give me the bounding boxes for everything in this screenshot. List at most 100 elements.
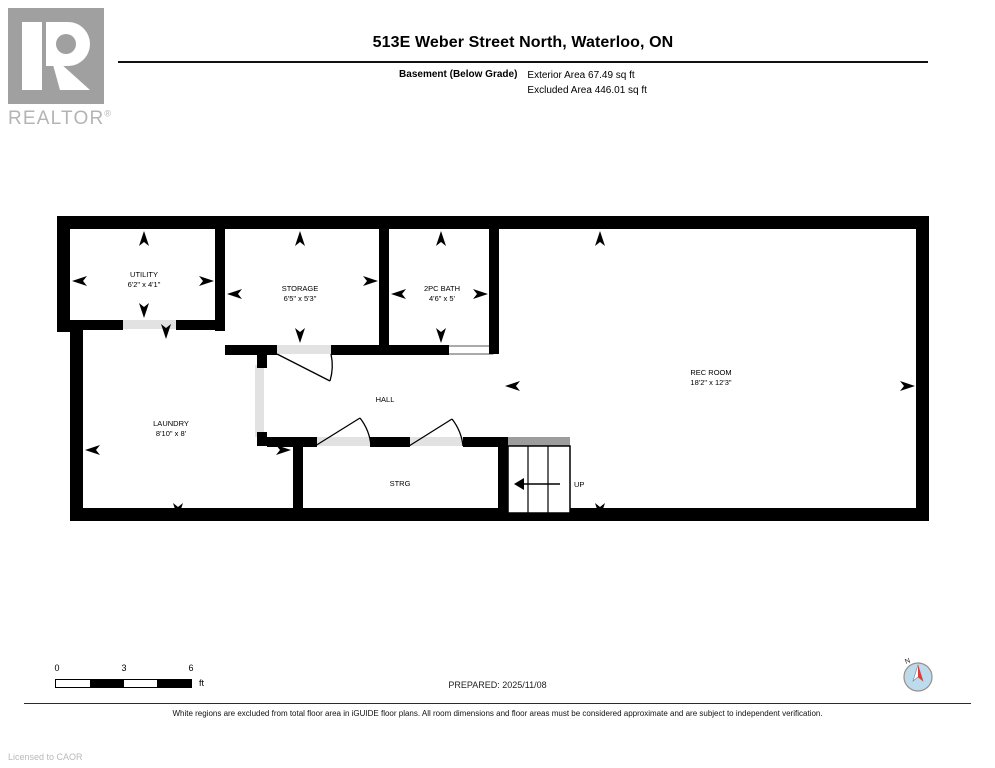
door-opening-bath: [447, 345, 494, 355]
arrow-utility-door: [161, 324, 171, 339]
arrow-utility-east: [199, 276, 214, 286]
room-dim-laundry: 8'10" x 8': [156, 429, 187, 438]
arrow-storage-east: [363, 276, 378, 286]
arrow-laundry-south: [173, 503, 183, 518]
wall-storage-south-right: [331, 345, 389, 355]
realtor-wordmark-text: REALTOR: [8, 108, 105, 129]
dimension-arrows: [72, 231, 915, 518]
footer-divider: [24, 703, 971, 704]
arrow-laundry-east: [276, 445, 291, 455]
wall-bath-south: [389, 345, 449, 355]
prepared-date: PREPARED: 2025/11/08: [448, 680, 547, 690]
compass-north-label: N: [904, 657, 911, 665]
realtor-logo: REALTOR®: [8, 8, 118, 130]
wall-bath-east: [489, 229, 499, 354]
realtor-r-icon: [8, 8, 104, 104]
scale-tick-3: 3: [121, 663, 127, 673]
arrow-laundry-west: [85, 445, 100, 455]
door-opening-strg-right: [408, 437, 465, 446]
arrow-rec-north: [595, 231, 605, 246]
scale-seg-4: [157, 680, 191, 687]
scale-unit-label: ft: [199, 678, 205, 688]
arrow-storage-west: [227, 289, 242, 299]
room-name-storage: STORAGE: [282, 284, 319, 293]
scale-bar-widget: 0 3 6 ft: [54, 663, 235, 703]
wall-hall-stub-bottom: [257, 432, 267, 446]
wall-strg-west: [293, 446, 303, 513]
wall-storage-south-left: [225, 345, 277, 355]
interior-walls: [83, 229, 508, 513]
door-arc-strg-right: [451, 418, 464, 447]
arrow-utility-west: [72, 276, 87, 286]
wall-strg-north-left: [267, 437, 317, 447]
compass-rose: N: [898, 655, 938, 695]
arrow-utility-south: [139, 303, 149, 318]
header: REALTOR® 513E Weber Street North, Waterl…: [0, 0, 995, 150]
door-opening-storage: [277, 345, 332, 354]
room-name-bath: 2PC BATH: [424, 284, 460, 293]
room-dim-bath: 4'6" x 5': [429, 294, 456, 303]
scale-bar-graphic: [55, 679, 192, 688]
arrow-rec-east: [900, 381, 915, 391]
door-arc-storage: [329, 353, 333, 382]
scale-seg-3: [123, 680, 158, 687]
wall-utility-south-left: [83, 320, 123, 330]
stair-landing-cap: [508, 437, 570, 446]
registered-mark: ®: [104, 108, 113, 119]
disclaimer-text: White regions are excluded from total fl…: [172, 709, 823, 718]
room-dim-rec: 18'2" x 12'3": [690, 378, 731, 387]
scale-seg-2: [89, 680, 124, 687]
room-name-laundry: LAUNDRY: [153, 419, 189, 428]
room-labels: UTILITY 6'2" x 4'1" STORAGE 6'5" x 5'3" …: [128, 270, 732, 489]
realtor-wordmark: REALTOR®: [8, 108, 112, 130]
door-opening-utility: [120, 320, 178, 329]
page-title: 513E Weber Street North, Waterloo, ON: [372, 34, 674, 51]
room-name-strg: STRG: [390, 479, 411, 488]
door-arc-strg-left: [359, 417, 372, 447]
wall-hall-stub-top: [257, 352, 267, 368]
room-dim-storage: 6'5" x 5'3": [284, 294, 317, 303]
arrow-rec-west: [505, 381, 520, 391]
room-dim-utility: 6'2" x 4'1": [128, 280, 161, 289]
door-leaf-strg-left: [314, 417, 361, 447]
wall-strg-east: [498, 446, 508, 513]
door-opening-hall-west: [255, 365, 264, 437]
arrow-rec-south: [595, 503, 605, 518]
license-text: Licensed to CAOR: [8, 752, 83, 762]
stair-box: [507, 445, 571, 514]
wall-utility-south-right: [176, 320, 225, 330]
title-divider: [118, 61, 928, 63]
door-leaf-strg-right: [408, 418, 453, 447]
scale-tick-6: 6: [188, 663, 194, 673]
wall-strg-north-mid: [370, 437, 410, 447]
compass-needle-north: [918, 665, 923, 681]
wall-storage-bath: [379, 229, 389, 349]
wall-utility-storage: [215, 229, 225, 331]
excluded-area: Excluded Area 446.01 sq ft: [527, 85, 647, 96]
arrow-bath-west: [391, 289, 406, 299]
arrow-storage-north: [295, 231, 305, 246]
exterior-walls: [57, 216, 929, 521]
stair-direction-arrowhead: [514, 478, 524, 490]
wall-strg-north-right: [463, 437, 508, 447]
exterior-area: Exterior Area 67.49 sq ft: [527, 70, 635, 81]
compass-icon: N: [903, 657, 933, 692]
area-lines: Exterior Area 67.49 sq ft Excluded Area …: [527, 68, 647, 98]
arrow-bath-south: [436, 328, 446, 343]
door-opening-strg-left: [315, 437, 372, 446]
arrow-utility-north: [139, 231, 149, 246]
arrow-bath-east: [473, 289, 488, 299]
door-leaf-storage: [276, 353, 331, 382]
scale-tick-0: 0: [54, 663, 60, 673]
door-swings: [276, 353, 464, 447]
level-label: Basement (Below Grade): [399, 69, 518, 80]
scale-seg-1: [56, 680, 90, 687]
arrow-bath-north: [436, 231, 446, 246]
stair-up-label: UP: [574, 480, 584, 489]
realtor-r-glyph: [8, 8, 104, 104]
room-name-hall: HALL: [376, 395, 395, 404]
room-name-utility: UTILITY: [130, 270, 158, 279]
staircase: [507, 437, 571, 514]
room-name-rec: REC ROOM: [690, 368, 731, 377]
